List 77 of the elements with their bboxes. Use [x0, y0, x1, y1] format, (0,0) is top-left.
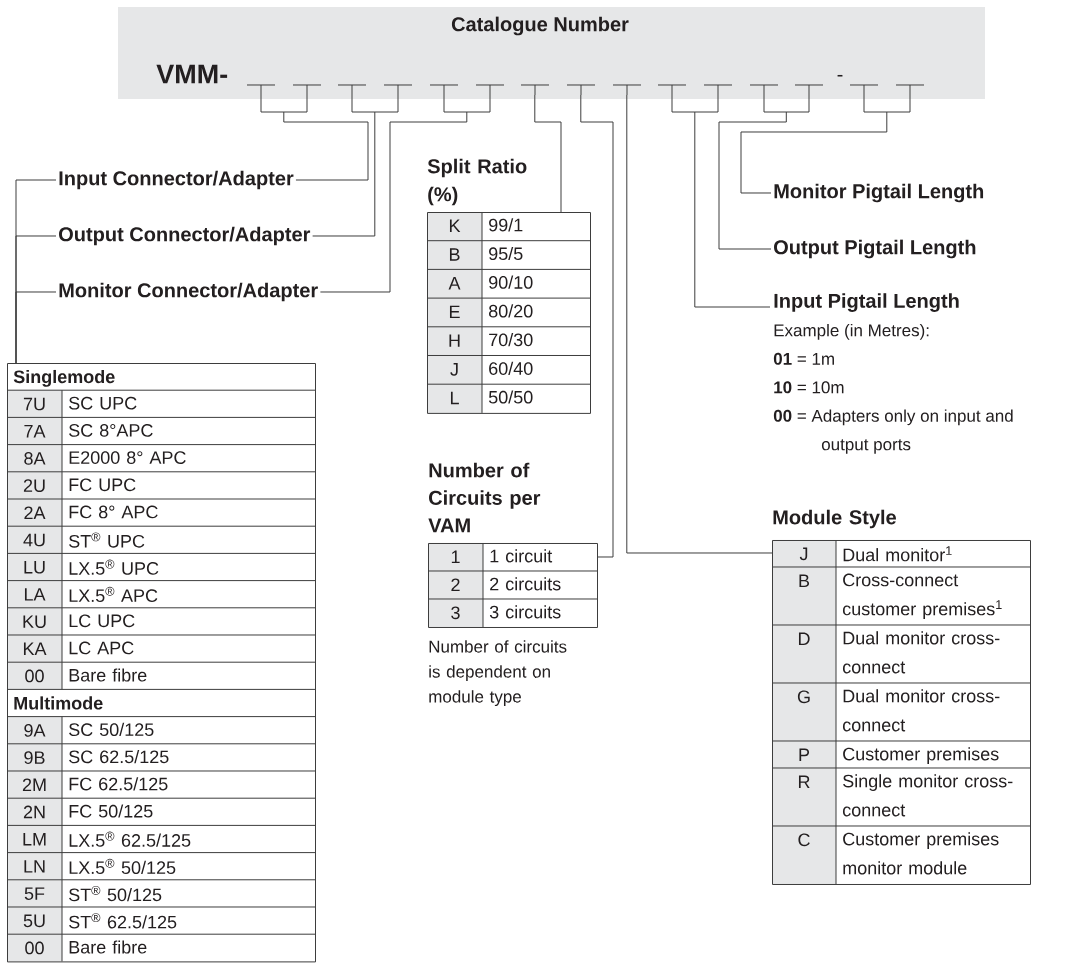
table-cell: SC 62.5/125 — [69, 750, 169, 764]
table-cell: LX.5$^{®}$ UPC — [69, 559, 159, 575]
connector-line — [534, 94, 562, 213]
table-cell: Dual monitor$^{1}$ — [843, 546, 952, 562]
table-heading: Module Style — [773, 509, 896, 529]
table-cell: FC 8° APC — [69, 505, 158, 519]
connector-line — [15, 291, 57, 364]
table-cell: SC 50/125 — [69, 722, 154, 736]
table-heading: Split Ratio (%) — [427, 158, 527, 206]
table-heading: Number of Circuits per VAM — [428, 462, 541, 533]
connector-line — [694, 111, 771, 308]
table-cell: 2 circuits — [490, 577, 561, 591]
table-note: Number of circuits is dependent on module type — [429, 640, 567, 707]
table-cell: Bare fibre — [69, 668, 147, 682]
table-cell: 90/10 — [489, 275, 533, 289]
table-cell: 60/40 — [489, 361, 533, 375]
table-cell: 95/5 — [489, 246, 523, 261]
connector-line — [319, 111, 468, 293]
connector-line — [626, 94, 773, 554]
table-cell: FC 62.5/125 — [69, 777, 168, 791]
table-cell: Dual monitor cross-connect — [842, 631, 1000, 674]
table-cell: LX.5$^{®}$ 50/125 — [69, 858, 176, 875]
table-cell: 3 circuits — [489, 605, 561, 619]
slot-bracket — [566, 84, 596, 96]
table-cell: Single monitor cross-connect — [842, 774, 1013, 817]
slot-bracket — [657, 84, 733, 113]
example-line: 00 = Adapters only on input and output ports — [773, 409, 1013, 454]
table-cell: FC 50/125 — [69, 804, 153, 818]
slot-bracket — [246, 84, 322, 113]
table-cell: ST$^{®}$ UPC — [69, 532, 145, 548]
slot-bracket — [749, 84, 824, 113]
table-cell: LC APC — [69, 641, 134, 655]
table-cell: 70/30 — [489, 333, 533, 347]
table-cell: ST$^{®}$ 62.5/125 — [69, 913, 177, 929]
table-cell: LX.5$^{®}$ 62.5/125 — [69, 831, 191, 847]
connector-line — [718, 111, 787, 250]
section-heading: Multimode — [14, 696, 103, 710]
table-cell: E2000 8° APC — [69, 451, 186, 464]
segment-label: Input Pigtail Length — [774, 293, 959, 312]
table-cell: ST$^{®}$ 50/125 — [69, 886, 162, 902]
table-cell: Dual monitor cross-connect — [842, 689, 1000, 732]
segment-label: Output Pigtail Length — [774, 239, 976, 259]
slot-bracket — [612, 84, 642, 96]
example-line: 10 = 10m — [774, 381, 844, 394]
table-cell: SC 8°APC — [69, 424, 153, 437]
slot-bracket — [849, 84, 925, 113]
segment-label: Input Connector/Adapter — [59, 170, 294, 190]
connector-line — [740, 111, 888, 194]
table-cell: LX.5$^{®}$ APC — [69, 586, 158, 603]
code-cell: D — [772, 625, 836, 683]
connector-line — [580, 94, 614, 558]
slot-bracket — [520, 84, 550, 96]
table-cell: 80/20 — [489, 304, 533, 318]
example-line: 01 = 1m — [773, 352, 834, 365]
band-heading: Catalogue Number — [451, 16, 629, 36]
table-cell: Bare fibre — [69, 940, 147, 954]
table-cell: 1 circuit — [490, 549, 553, 563]
segment-label: Monitor Connector/Adapter — [59, 282, 318, 302]
code-cell: C — [772, 826, 836, 884]
segment-label: Monitor Pigtail Length — [774, 183, 984, 203]
separator-dash: - — [837, 74, 843, 77]
table-cell: 99/1 — [489, 218, 523, 232]
table-cell: FC UPC — [69, 478, 136, 492]
table-cell: SC UPC — [69, 396, 137, 410]
connector-line — [312, 111, 376, 237]
table-cell: Customer premises monitor module — [843, 832, 999, 875]
slot-bracket — [337, 84, 413, 113]
connector-line — [283, 111, 369, 181]
table-cell: Customer premises — [843, 747, 999, 764]
segment-label: Output Connector/Adapter — [59, 226, 311, 246]
table-cell: Cross-connect customer premises$^{1}$ — [842, 573, 1002, 619]
slot-bracket — [429, 84, 505, 113]
example-note: Example (in Metres): — [774, 323, 929, 340]
table-cell: 50/50 — [488, 390, 533, 404]
section-heading: Singlemode — [13, 369, 115, 387]
catalogue-prefix: VMM- — [156, 64, 228, 84]
table-cell: LC UPC — [69, 614, 135, 628]
